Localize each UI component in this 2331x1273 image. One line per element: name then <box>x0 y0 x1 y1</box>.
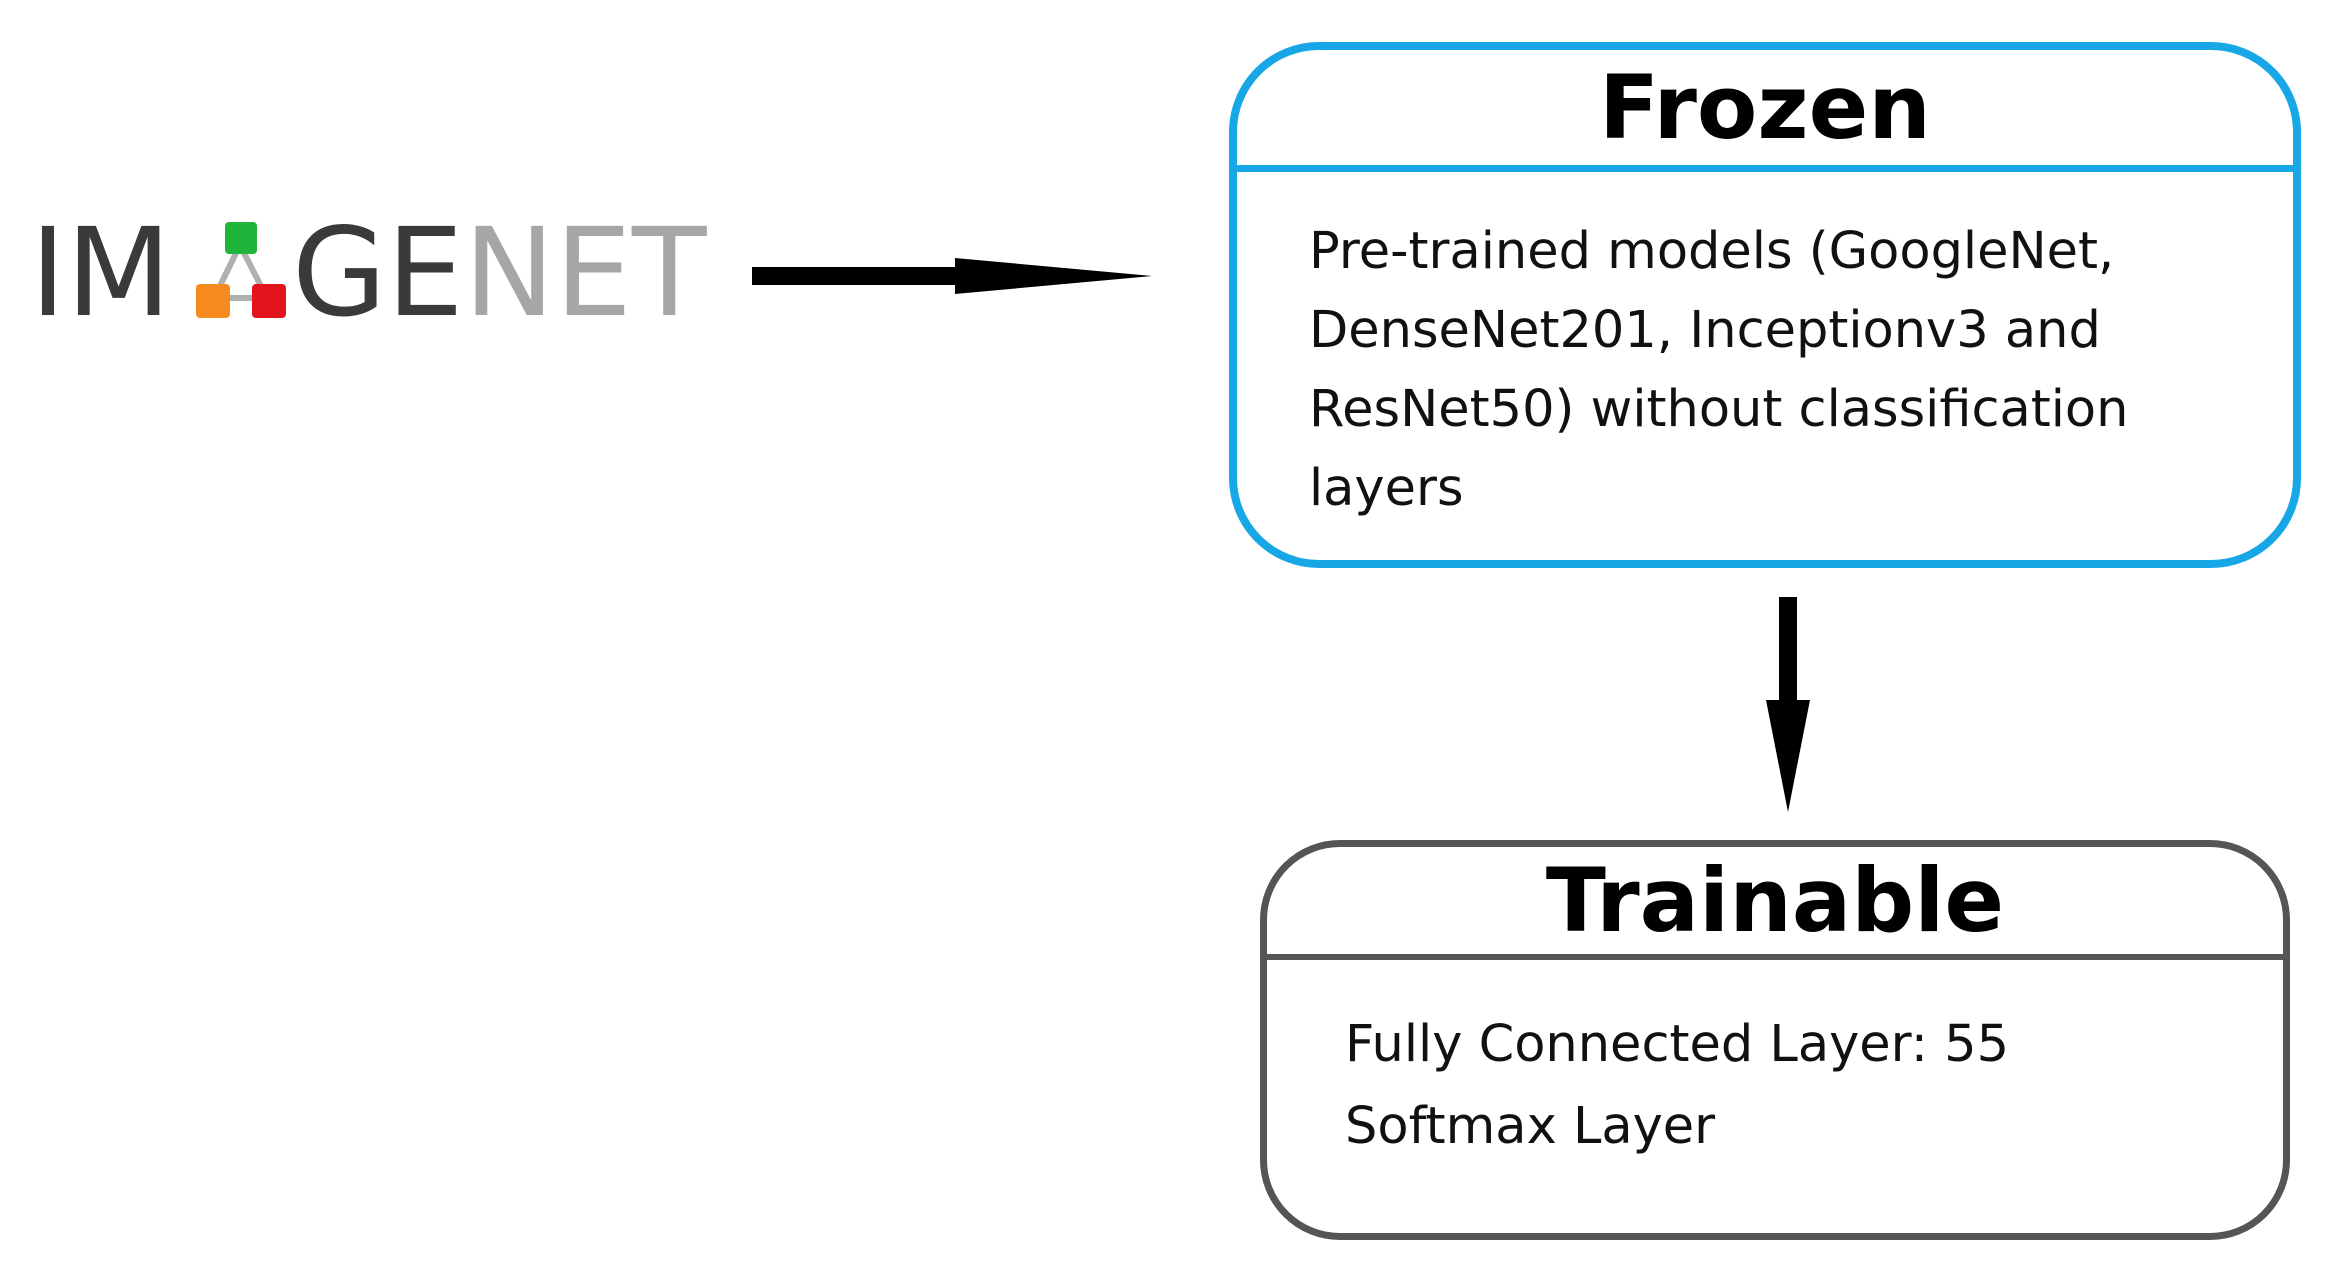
trainable-description: Fully Connected Layer: 55 Softmax Layer <box>1267 960 2283 1168</box>
frozen-box: Frozen Pre-trained models (GoogleNet, De… <box>1229 42 2301 568</box>
trainable-line-1: Fully Connected Layer: 55 <box>1345 1015 2010 1074</box>
frozen-line-3: ResNet50) without classification <box>1309 380 2129 439</box>
frozen-line-1: Pre-trained models (GoogleNet, <box>1309 222 2115 281</box>
trainable-line-2: Softmax Layer <box>1345 1097 1716 1156</box>
imagenet-logo: IM GENET <box>30 202 707 330</box>
arrow-imagenet-to-frozen <box>752 258 1152 294</box>
arrow-frozen-to-trainable <box>1766 597 1810 812</box>
imagenet-logo-right-text-dark: GE <box>292 202 464 330</box>
imagenet-logo-right-text: GENET <box>292 202 707 330</box>
imagenet-logo-right-text-light: NET <box>464 202 707 330</box>
frozen-title: Frozen <box>1237 50 2293 172</box>
frozen-line-2: DenseNet201, Inceptionv3 and <box>1309 301 2101 360</box>
trainable-box: Trainable Fully Connected Layer: 55 Soft… <box>1260 840 2290 1240</box>
imagenet-node-icon <box>196 222 286 318</box>
svg-text:GENET: GENET <box>292 202 707 330</box>
trainable-title: Trainable <box>1267 847 2283 960</box>
frozen-description: Pre-trained models (GoogleNet, DenseNet2… <box>1237 172 2293 528</box>
frozen-line-4: layers <box>1309 459 1464 518</box>
imagenet-logo-left-text: IM <box>30 202 171 330</box>
